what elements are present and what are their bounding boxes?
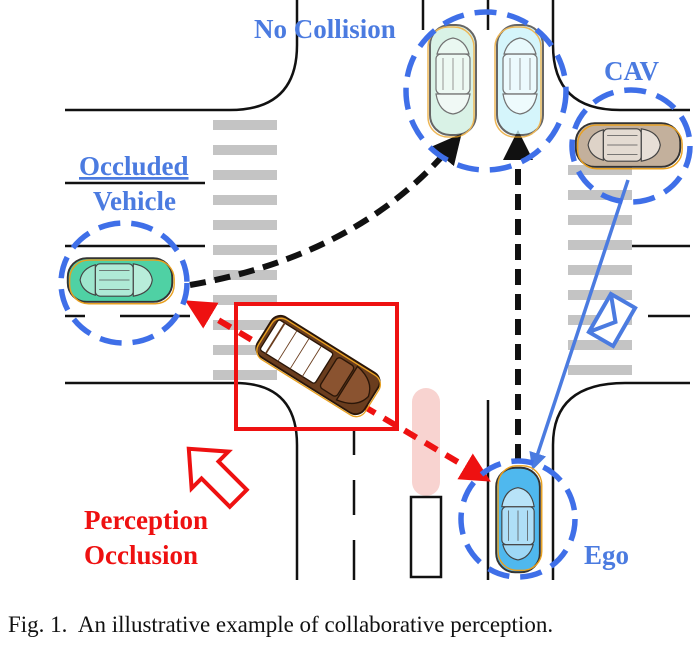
no-collision-circle	[403, 9, 569, 173]
car-icon	[495, 464, 543, 574]
ego-circle	[458, 458, 578, 580]
caption-prefix: Fig. 1.	[8, 612, 68, 637]
car-icon	[427, 24, 477, 138]
highlight-circles	[58, 9, 693, 580]
ego-label: Ego	[584, 540, 629, 570]
occluded-label-line1: Occluded	[79, 151, 189, 181]
no-collision-label: No Collision	[254, 14, 396, 44]
perception-label-line2: Occlusion	[84, 540, 198, 570]
figure-caption: Fig. 1. An illustrative example of colla…	[8, 612, 559, 638]
car-icon	[494, 24, 544, 138]
road-edge-top-right	[551, 0, 690, 112]
occlusion-arrow	[185, 300, 491, 482]
cav-circle	[569, 87, 693, 205]
caption-text: An illustrative example of collaborative…	[77, 612, 554, 637]
trajectory-arrow-occluded	[189, 133, 462, 288]
occlusion-box	[234, 302, 399, 431]
road-edge-top-left	[65, 0, 299, 112]
stop-box	[409, 495, 443, 579]
occluded-vehicle-circle	[58, 220, 190, 346]
car-icon	[574, 122, 684, 170]
truck-icon	[250, 310, 387, 422]
cav-message-arrow	[529, 179, 630, 471]
road-edge-bottom-right	[551, 381, 690, 580]
car-icon	[66, 257, 176, 305]
envelope-icon	[586, 291, 638, 349]
cav-label: CAV	[604, 56, 660, 86]
perception-label-line1: Perception	[84, 505, 208, 535]
arrow-icon	[186, 446, 250, 510]
occluded-label-line2: Vehicle	[93, 186, 176, 216]
